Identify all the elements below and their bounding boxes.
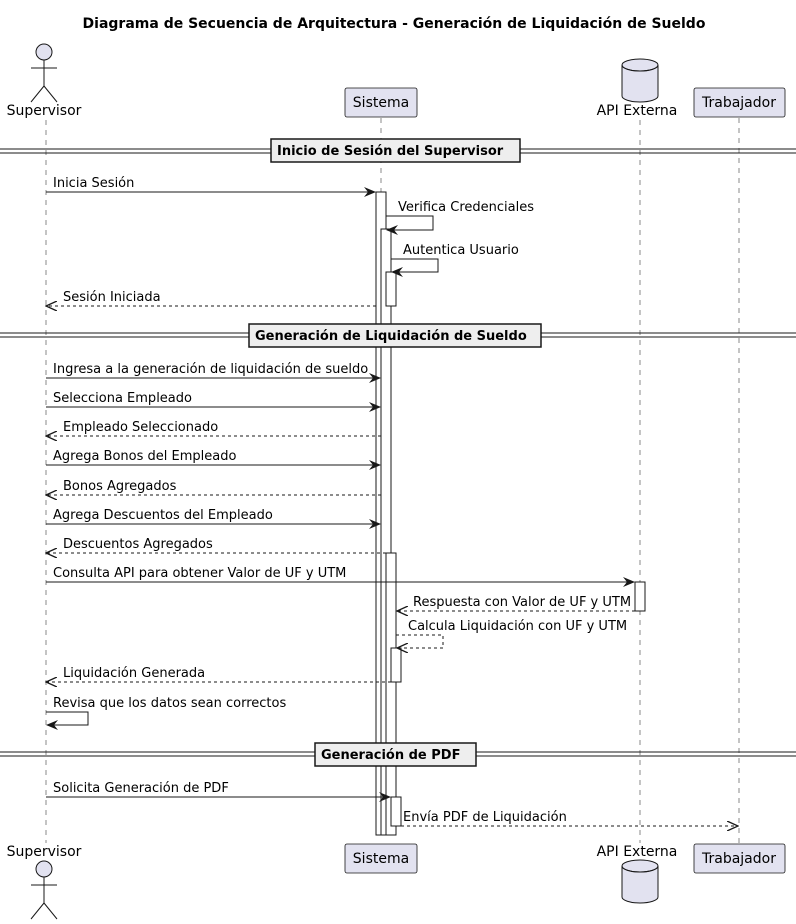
message-label: Empleado Seleccionado xyxy=(63,420,218,435)
participant-sistema-top: Sistema xyxy=(344,87,418,118)
actor-icon xyxy=(30,860,58,920)
message-label: Envía PDF de Liquidación xyxy=(403,810,567,825)
section-divider: Generación de PDF xyxy=(0,742,796,767)
message: Envía PDF de Liquidación xyxy=(401,810,738,826)
message-label: Respuesta con Valor de UF y UTM xyxy=(413,595,631,610)
message-label: Agrega Descuentos del Empleado xyxy=(53,508,273,523)
participant-api-top: API Externa xyxy=(597,58,678,119)
message: Agrega Bonos del Empleado xyxy=(46,449,381,470)
message-arrow xyxy=(386,215,434,235)
participant-label: Supervisor xyxy=(7,844,82,860)
participant-label: API Externa xyxy=(597,103,678,119)
message-label: Descuentos Agregados xyxy=(63,537,213,552)
message-arrow xyxy=(46,711,89,730)
message-label: Ingresa a la generación de liquidación d… xyxy=(53,362,368,377)
participant-label: Trabajador xyxy=(701,851,776,867)
message: Liquidación Generada xyxy=(46,666,391,682)
participant-sistema-bottom: Sistema xyxy=(344,843,418,874)
participant-label: Supervisor xyxy=(7,103,82,119)
message-label: Calcula Liquidación con UF y UTM xyxy=(408,619,627,634)
message-label: Solicita Generación de PDF xyxy=(53,781,229,796)
message: Verifica Credenciales xyxy=(386,200,534,235)
activation-bar xyxy=(390,796,402,827)
message: Consulta API para obtener Valor de UF y … xyxy=(46,566,635,587)
message-label: Inicia Sesión xyxy=(53,176,134,191)
participant-trabajador-top: Trabajador xyxy=(693,87,786,118)
message-label: Revisa que los datos sean correctos xyxy=(53,696,286,711)
message: Empleado Seleccionado xyxy=(46,420,381,436)
message: Inicia Sesión xyxy=(46,176,376,197)
message: Ingresa a la generación de liquidación d… xyxy=(46,362,381,383)
participant-supervisor-top: Supervisor xyxy=(7,43,82,119)
actor-icon xyxy=(30,43,58,103)
activation-bar xyxy=(385,552,397,836)
message: Autentica Usuario xyxy=(391,243,519,277)
section-label: Inicio de Sesión del Supervisor xyxy=(277,144,504,159)
section-divider: Inicio de Sesión del Supervisor xyxy=(0,138,796,163)
message-label: Consulta API para obtener Valor de UF y … xyxy=(53,566,346,581)
message-label: Selecciona Empleado xyxy=(53,391,192,406)
participant-label: Trabajador xyxy=(701,95,776,111)
message-label: Liquidación Generada xyxy=(63,666,205,681)
message-arrow xyxy=(396,634,444,648)
activation-bar xyxy=(385,271,397,307)
message: Solicita Generación de PDF xyxy=(46,781,391,802)
activation-bar xyxy=(634,581,646,612)
message-label: Verifica Credenciales xyxy=(398,200,534,215)
message: Selecciona Empleado xyxy=(46,391,381,412)
section-label: Generación de PDF xyxy=(321,748,460,763)
database-icon xyxy=(621,58,659,103)
message: Revisa que los datos sean correctos xyxy=(46,696,286,730)
message: Respuesta con Valor de UF y UTM xyxy=(397,595,635,611)
participant-trabajador-bottom: Trabajador xyxy=(693,843,786,874)
participant-label: Sistema xyxy=(353,95,409,111)
message: Descuentos Agregados xyxy=(46,537,386,553)
participant-label: Sistema xyxy=(353,851,409,867)
message-arrow xyxy=(391,258,439,277)
participant-supervisor-bottom: Supervisor xyxy=(7,844,82,920)
section-divider: Generación de Liquidación de Sueldo xyxy=(0,323,796,348)
diagram-title: Diagrama de Secuencia de Arquitectura - … xyxy=(83,16,706,32)
activation-bar xyxy=(390,647,402,683)
message-label: Sesión Iniciada xyxy=(63,290,161,305)
message-label: Bonos Agregados xyxy=(63,479,177,494)
message-label: Autentica Usuario xyxy=(403,243,519,258)
message: Calcula Liquidación con UF y UTM xyxy=(396,619,627,648)
participant-label: API Externa xyxy=(597,844,678,860)
message: Sesión Iniciada xyxy=(46,290,376,306)
database-icon xyxy=(621,859,659,904)
message: Bonos Agregados xyxy=(46,479,381,495)
message-label: Agrega Bonos del Empleado xyxy=(53,449,236,464)
section-label: Generación de Liquidación de Sueldo xyxy=(255,329,527,344)
participant-api-bottom: API Externa xyxy=(597,844,678,904)
message: Agrega Descuentos del Empleado xyxy=(46,508,381,529)
